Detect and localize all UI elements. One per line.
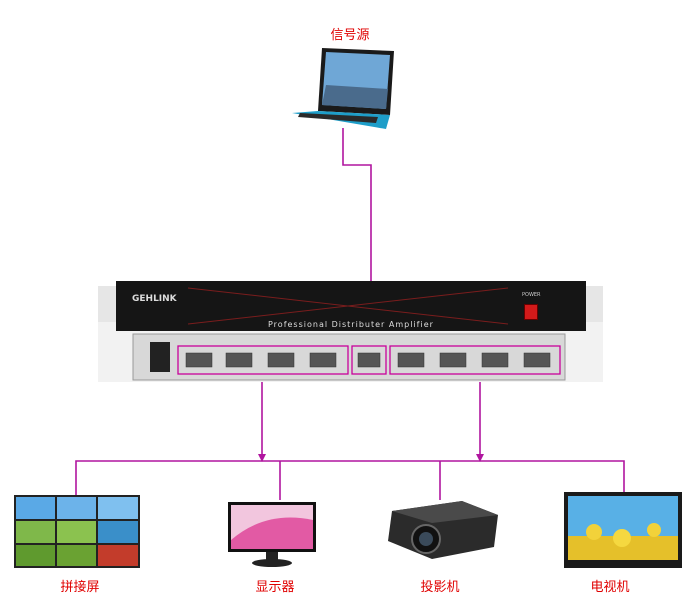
tv-icon xyxy=(564,492,682,568)
video-wall-icon xyxy=(14,495,140,568)
power-switch[interactable] xyxy=(524,304,538,320)
output-label-video-wall: 拼接屏 xyxy=(60,580,100,595)
monitor-icon xyxy=(228,502,316,567)
dvi-ports xyxy=(177,345,561,375)
distributor-device: GEHLINK Professional Distributer Amplifi… xyxy=(98,278,603,383)
laptop-icon xyxy=(292,48,394,129)
projector-icon xyxy=(388,501,498,559)
output-label-tv: 电视机 xyxy=(590,580,630,595)
panel-text: Professional Distributer Amplifier xyxy=(268,320,434,329)
source-label: 信号源 xyxy=(330,28,370,43)
brand-logo: GEHLINK xyxy=(132,294,177,304)
output-label-monitor: 显示器 xyxy=(255,580,295,595)
power-label: POWER xyxy=(522,292,541,298)
output-label-projector: 投影机 xyxy=(420,580,460,595)
